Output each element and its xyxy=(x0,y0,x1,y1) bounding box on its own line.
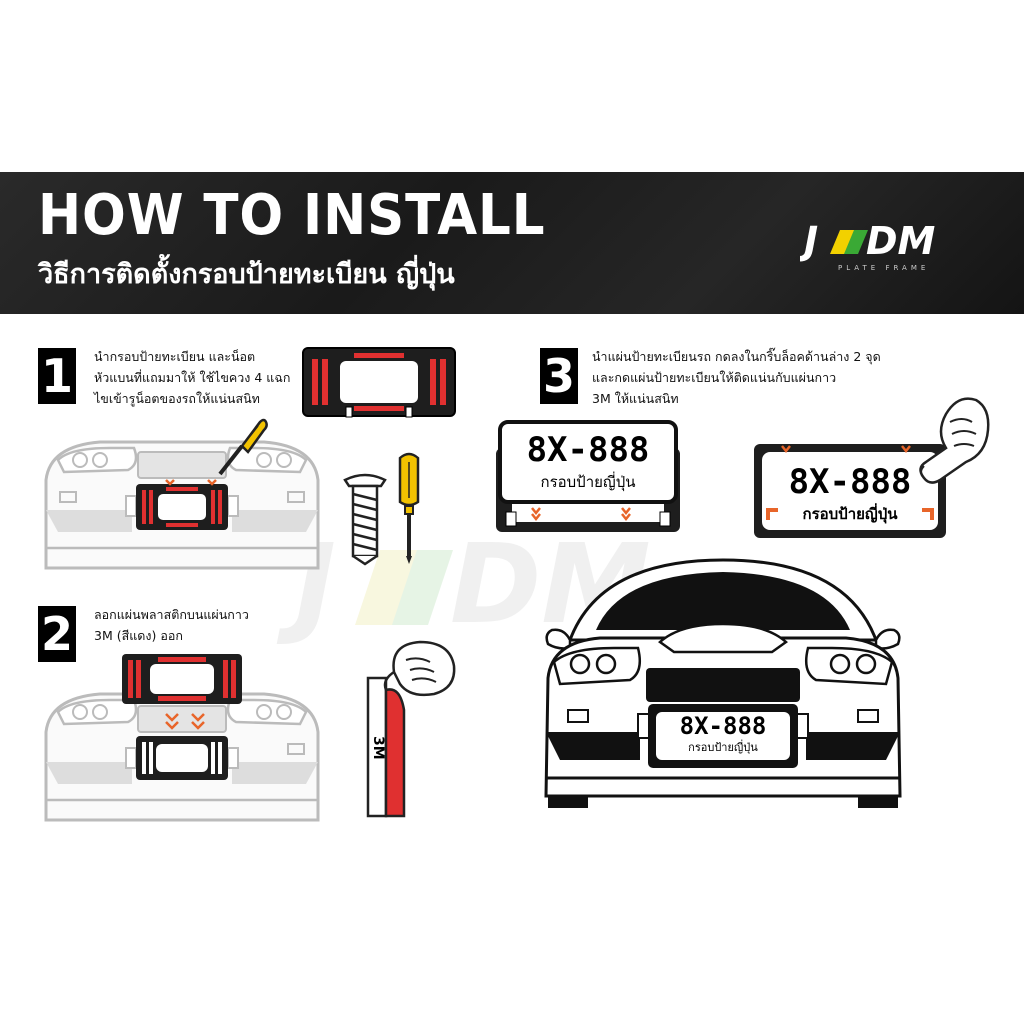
step-3-line-1: นำแผ่นป้ายทะเบียนรถ กดลงในกริ๊บล็อคด้านล… xyxy=(592,349,881,364)
step-2-text: ลอกแผ่นพลาสติกบนแผ่นกาว 3M (สีแดง) ออก xyxy=(94,604,249,646)
step-2-number: 2 xyxy=(38,606,76,662)
header-banner: HOW TO INSTALL วิธีการติดตั้งกรอบป้ายทะเ… xyxy=(0,172,1024,314)
step-1-frame-thumbnail xyxy=(302,347,456,418)
step-1-line-3: ไขเข้ารูน็อตของรถให้แน่นสนิท xyxy=(94,391,260,406)
step-1-text: นำกรอบป้ายทะเบียน และน็อต หัวแบนที่แถมมา… xyxy=(94,346,290,409)
svg-text:DM: DM xyxy=(866,219,936,263)
step-3-pressed-plate-number: 8X-888 xyxy=(788,462,912,502)
step-3-plate-pressed xyxy=(754,444,946,538)
pressing-hand-icon xyxy=(919,397,990,484)
step-3-line-2: และกดแผ่นป้ายทะเบียนให้ติดแน่นกับแผ่นกาว xyxy=(592,370,837,385)
svg-text:J: J xyxy=(800,219,818,263)
car-plate-caption: กรอบป้ายญี่ปุ่น xyxy=(688,741,758,754)
step-1-line-1: นำกรอบป้ายทะเบียน และน็อต xyxy=(94,349,256,364)
step-3-insert-plate-number: 8X-888 xyxy=(526,430,650,470)
tape-label: 3M xyxy=(370,736,386,760)
screwdriver-icon xyxy=(398,452,420,564)
step-1-line-2: หัวแบนที่แถมมาให้ ใช้ไขควง 4 แฉก xyxy=(94,370,291,385)
car-plate-number: 8X-888 xyxy=(679,712,767,740)
page-title: HOW TO INSTALL xyxy=(38,183,546,248)
step-1-car-illustration xyxy=(44,440,320,570)
step-3-line-3: 3M ให้แน่นสนิท xyxy=(592,391,679,406)
screwdriver-on-car xyxy=(218,418,268,476)
step-3-text: นำแผ่นป้ายทะเบียนรถ กดลงในกริ๊บล็อคด้านล… xyxy=(592,346,881,409)
page-subtitle: วิธีการติดตั้งกรอบป้ายทะเบียน ญี่ปุ่น xyxy=(38,259,455,290)
logo-sub: PLATE FRAME xyxy=(838,264,929,272)
step-3-car-front xyxy=(544,558,902,808)
step-2-car-illustration xyxy=(44,654,320,822)
jdm-logo: J DM PLATE FRAME xyxy=(800,219,936,272)
step-2-line-2: 3M (สีแดง) ออก xyxy=(94,628,183,643)
step-1-number: 1 xyxy=(38,348,76,404)
screw-icon xyxy=(343,473,387,566)
step-3-insert-plate-caption: กรอบป้ายญี่ปุ่น xyxy=(540,473,636,491)
step-2-line-1: ลอกแผ่นพลาสติกบนแผ่นกาว xyxy=(94,607,249,622)
step-3-plate-insert xyxy=(496,420,680,532)
step-3-pressed-plate-caption: กรอบป้ายญี่ปุ่น xyxy=(802,505,898,523)
step-3-number: 3 xyxy=(540,348,578,404)
tape-peel-illustration: 3M xyxy=(366,640,456,818)
